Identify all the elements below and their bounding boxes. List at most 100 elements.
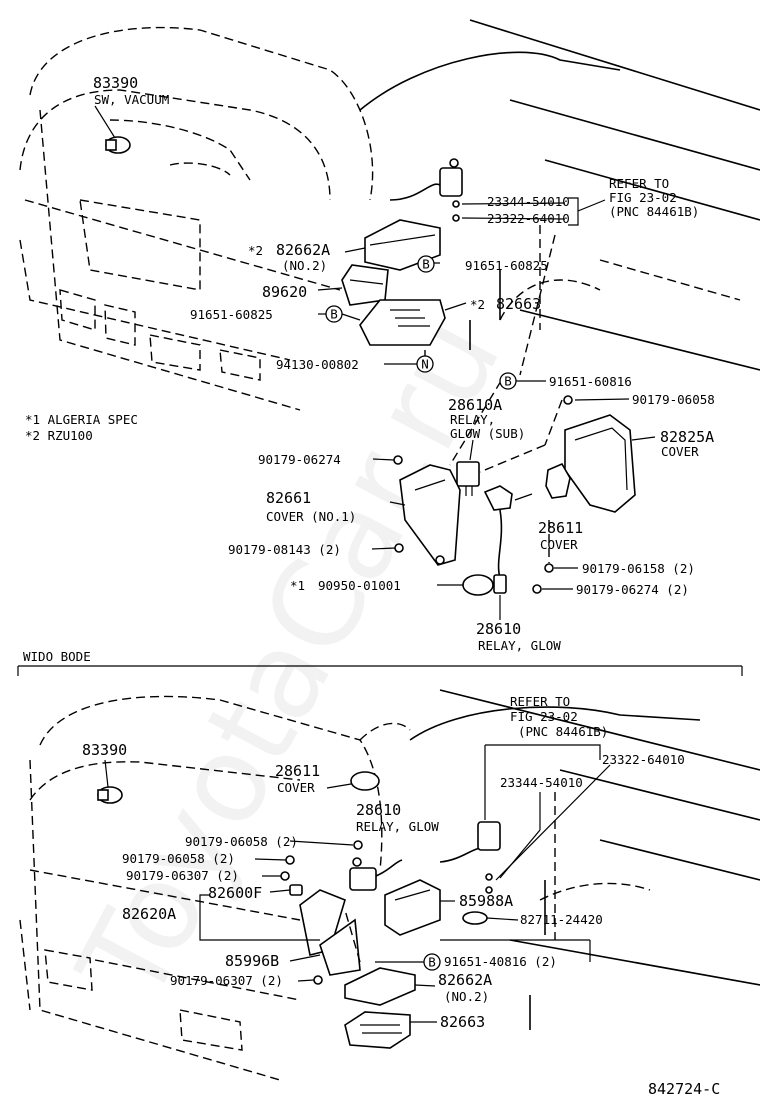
label-cover-no1: COVER (NO.1) bbox=[266, 509, 356, 524]
module-89620 bbox=[341, 264, 389, 306]
label-28610a: 28610A bbox=[448, 396, 502, 414]
relay-connector-top bbox=[389, 158, 463, 222]
bracket-85988a bbox=[384, 879, 441, 936]
label-cover-82825a: COVER bbox=[661, 444, 699, 459]
label-no2-bottom: (NO.2) bbox=[444, 989, 489, 1004]
label-90179-06058-top: 90179-06058 bbox=[632, 392, 715, 407]
marker-b-1: B bbox=[422, 257, 430, 272]
label-refer-to-top: REFER TO bbox=[609, 176, 669, 191]
bracket-85996b bbox=[319, 918, 361, 976]
bottom-markers: B bbox=[423, 953, 441, 971]
label-82662a-top: 82662A bbox=[276, 241, 330, 259]
top-vehicle-outline bbox=[19, 19, 760, 411]
label-refer-to-bottom: REFER TO bbox=[510, 694, 570, 709]
section-title-wido-bode: WIDO BODE bbox=[23, 649, 91, 664]
label-relay-glow-top: RELAY, GLOW bbox=[478, 638, 561, 653]
label-82825a: 82825A bbox=[660, 428, 714, 446]
label-82663-top: 82663 bbox=[496, 295, 541, 313]
label-90179-06058-b: 90179-06058 (2) bbox=[122, 851, 235, 866]
label-82661: 82661 bbox=[266, 489, 311, 507]
section-divider: WIDO BODE bbox=[17, 649, 743, 676]
label-89620: 89620 bbox=[262, 283, 307, 301]
label-82662a-bottom: 82662A bbox=[438, 971, 492, 989]
label-note-algeria: *1 ALGERIA SPEC bbox=[25, 412, 138, 427]
label-85988a: 85988A bbox=[459, 892, 513, 910]
top-labels: 83390 SW, VACUUM REFER TO FIG 23-02 (PNC… bbox=[25, 74, 715, 653]
bottom-parts bbox=[97, 759, 501, 1049]
label-star1: *1 bbox=[290, 578, 305, 593]
label-90179-06274-b: 90179-06274 (2) bbox=[576, 582, 689, 597]
plug-90950 bbox=[462, 574, 494, 596]
cover-82661 bbox=[399, 464, 461, 566]
label-star2-b: *2 bbox=[470, 297, 485, 312]
label-23344-bottom: 23344-54010 bbox=[500, 775, 583, 790]
label-91651-40816: 91651-40816 (2) bbox=[444, 954, 557, 969]
label-28611-top: 28611 bbox=[538, 519, 583, 537]
label-85996b: 85996B bbox=[225, 952, 279, 970]
cover-28611-bottom bbox=[350, 771, 380, 791]
label-pnc-ref-top: (PNC 84461B) bbox=[609, 204, 699, 219]
top-markers: B B N B bbox=[325, 255, 517, 390]
diagram-code: 842724-C bbox=[648, 1080, 720, 1098]
label-cover-28611-top: COVER bbox=[540, 537, 578, 552]
bracket-82620a bbox=[289, 884, 346, 956]
bolt-06158 bbox=[544, 563, 554, 573]
bottom-vehicle-outline bbox=[19, 689, 760, 1081]
label-91651-60825-a: 91651-60825 bbox=[465, 258, 548, 273]
label-28611-bottom: 28611 bbox=[275, 762, 320, 780]
label-cover-bottom: COVER bbox=[277, 780, 315, 795]
bolt-06274-b bbox=[532, 584, 542, 594]
label-28610-bottom: 28610 bbox=[356, 801, 401, 819]
label-82620a: 82620A bbox=[122, 905, 176, 923]
label-83390-top: 83390 bbox=[93, 74, 138, 92]
relay-28610 bbox=[483, 485, 533, 594]
label-82711: 82711-24420 bbox=[520, 912, 603, 927]
label-90179-06274-a: 90179-06274 bbox=[258, 452, 341, 467]
connector-bottom bbox=[439, 821, 501, 894]
block-82663 bbox=[359, 299, 446, 346]
label-28610-top: 28610 bbox=[476, 620, 521, 638]
label-relay-glow-bottom: RELAY, GLOW bbox=[356, 819, 439, 834]
bolt-06307-a bbox=[280, 871, 290, 881]
label-90179-06307-a: 90179-06307 (2) bbox=[126, 868, 239, 883]
label-82663-bottom: 82663 bbox=[440, 1013, 485, 1031]
label-91651-60825-b: 91651-60825 bbox=[190, 307, 273, 322]
clamp-82711 bbox=[462, 911, 488, 925]
marker-b-3: B bbox=[504, 374, 512, 389]
bolt-06058 bbox=[563, 395, 573, 405]
marker-b-2: B bbox=[330, 307, 338, 322]
marker-n: N bbox=[421, 357, 429, 372]
label-90950: 90950-01001 bbox=[318, 578, 401, 593]
label-90179-06158: 90179-06158 (2) bbox=[582, 561, 695, 576]
bolt-06058-a bbox=[353, 840, 363, 850]
label-90179-06307-b: 90179-06307 (2) bbox=[170, 973, 283, 988]
label-23322-top: 23322-64010 bbox=[487, 211, 570, 226]
top-parts bbox=[94, 105, 636, 596]
label-sw-vacuum: SW, VACUUM bbox=[94, 92, 169, 107]
label-91651-60816: 91651-60816 bbox=[549, 374, 632, 389]
bolt-06307-b bbox=[313, 975, 323, 985]
label-23344-top: 23344-54010 bbox=[487, 194, 570, 209]
label-no2-top: (NO.2) bbox=[282, 258, 327, 273]
label-fig-ref-bottom: FIG 23-02 bbox=[510, 709, 578, 724]
bolt-06274-a bbox=[393, 455, 403, 465]
cover-28611 bbox=[545, 462, 571, 499]
label-glow-sub: GLOW (SUB) bbox=[450, 426, 525, 441]
bolt-06058-b bbox=[285, 855, 295, 865]
relay-28610-bottom bbox=[349, 857, 403, 891]
bolt-08143 bbox=[394, 543, 404, 553]
label-23322-bottom: 23322-64010 bbox=[602, 752, 685, 767]
label-relay-sub: RELAY, bbox=[450, 412, 495, 427]
vacuum-switch-83390 bbox=[94, 105, 131, 154]
cover-82662a-bottom bbox=[344, 967, 416, 1006]
cover-82825a bbox=[564, 414, 636, 513]
relay-28610a bbox=[456, 461, 480, 496]
label-pnc-ref-bottom: (PNC 84461B) bbox=[518, 724, 608, 739]
label-90179-08143: 90179-08143 (2) bbox=[228, 542, 341, 557]
bottom-labels: REFER TO FIG 23-02 (PNC 84461B) 83390 23… bbox=[82, 694, 685, 1031]
top-leaders bbox=[317, 197, 656, 620]
vacuum-switch-83390-bottom bbox=[97, 759, 123, 804]
label-94130: 94130-00802 bbox=[276, 357, 359, 372]
label-83390-bottom: 83390 bbox=[82, 741, 127, 759]
